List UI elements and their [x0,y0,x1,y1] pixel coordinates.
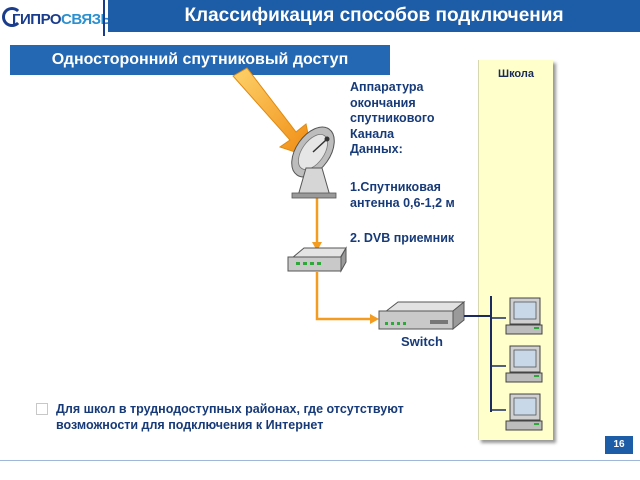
logo-ring-icon [2,7,22,27]
bullet-icon [36,403,48,415]
footer-divider [0,460,640,461]
dvb-receiver-icon [287,246,347,273]
switch-icon [378,300,466,331]
page-title: Классификация способов подключения [184,5,564,26]
subtitle: Односторонний спутниковый доступ [10,45,390,75]
header-divider [103,0,105,36]
company-logo: ГИПРОСВЯЗЬ [2,6,111,30]
logo-text-part2: СВЯЗЬ [61,11,111,28]
hardware-heading: Аппаратура окончания спутникового Канала… [350,80,435,156]
page-number: 16 [605,436,633,454]
satellite-dish-icon [291,126,337,199]
logo-text: ГИПРОСВЯЗЬ [12,11,111,28]
logo-text-part1: ГИПРО [12,11,62,28]
header: ГИПРОСВЯЗЬ Классификация способов подклю… [0,0,640,36]
computer-icon [505,393,543,431]
bottom-note: Для школ в труднодоступных районах, где … [56,402,404,432]
title-band: Классификация способов подключения [108,0,640,32]
hardware-item-receiver: 2. DVB приемник [350,231,455,245]
computer-icon [505,297,543,335]
school-label: Школа [498,68,534,80]
computer-icon [505,345,543,383]
school-network-bus [464,296,506,412]
dish-to-receiver-link [312,192,322,251]
switch-label: Switch [401,334,443,349]
hardware-item-antenna: 1.Спутниковая антенна 0,6-1,2 м [350,180,455,210]
receiver-to-switch-link [315,272,379,324]
